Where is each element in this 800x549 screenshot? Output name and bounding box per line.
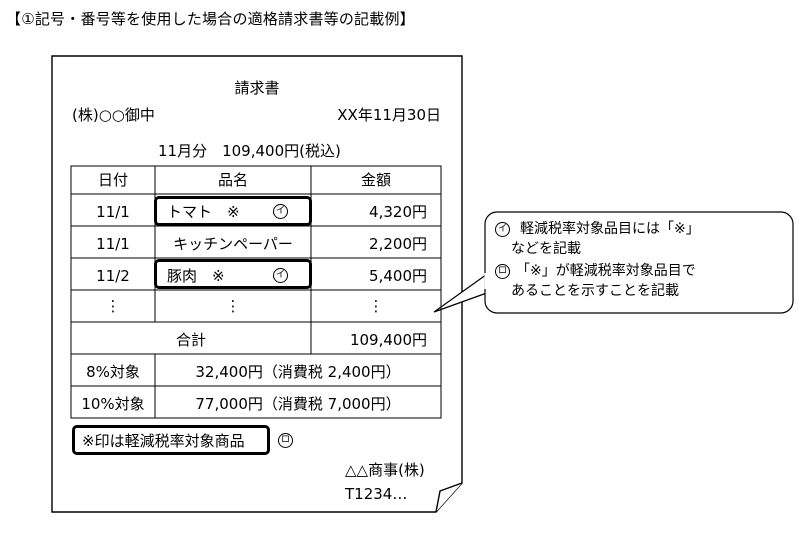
row-1-amount: 4,320円 — [369, 203, 427, 221]
column-header-item: 品名 — [217, 171, 248, 189]
row-4-item: ⋮ — [225, 297, 241, 315]
tax-table-lines — [70, 353, 442, 419]
row-2-amount: 2,200円 — [369, 235, 427, 253]
folded-corner — [435, 482, 463, 513]
column-header-date: 日付 — [97, 171, 128, 189]
row-1-date: 11/1 — [96, 203, 130, 221]
callout-pointer — [433, 271, 496, 313]
tax-row-8-value: 32,400円（消費税 2,400円） — [195, 363, 401, 381]
callout-mark-1-circle: イ — [495, 222, 510, 237]
row-3-date: 11/2 — [96, 267, 130, 285]
registration-number: T1234… — [345, 485, 408, 503]
footnote-text: ※印は軽減税率対象商品 — [82, 432, 245, 450]
callout-line-3: 「※」が軽減税率対象品目で — [516, 263, 696, 279]
footnote-mark-circle: ロ — [278, 433, 293, 448]
recipient: (株)○○御中 — [72, 106, 155, 124]
highlight-box-row-3 — [154, 259, 312, 289]
row-3-amount: 5,400円 — [369, 267, 427, 285]
row-1-item: トマト ※ — [167, 203, 240, 221]
callout-line-4: あることを示すことを記載 — [511, 283, 679, 299]
page-heading: 【①記号・番号等を使用した場合の適格請求書等の記載例】 — [6, 10, 415, 28]
callout-line-1: 軽減税率対象品目には「※」 — [520, 221, 700, 237]
invoice-summary: 11月分 109,400円(税込) — [158, 142, 341, 160]
callout-bubble — [484, 211, 794, 314]
total-label: 合計 — [175, 331, 206, 349]
row-4-amount: ⋮ — [368, 297, 384, 315]
total-amount: 109,400円 — [349, 331, 427, 349]
highlight-box-row-1 — [154, 196, 312, 226]
tax-row-8-label: 8%対象 — [86, 363, 140, 381]
row-4-date: ⋮ — [105, 297, 121, 315]
row-2-item: キッチンペーパー — [173, 235, 293, 253]
row-1-mark-circle: イ — [273, 204, 288, 219]
footnote-box — [72, 425, 270, 455]
row-3-item: 豚肉 ※ — [167, 267, 225, 285]
issuer-name: △△商事(株) — [345, 461, 425, 479]
column-header-amount: 金額 — [360, 171, 391, 189]
callout-mark-2-circle: ロ — [495, 264, 510, 279]
tax-row-10-value: 77,000円（消費税 7,000円） — [195, 395, 401, 413]
callout-line-2: などを記載 — [511, 241, 581, 257]
row-2-date: 11/1 — [96, 235, 130, 253]
invoice-date: XX年11月30日 — [337, 106, 441, 124]
row-3-mark-circle: イ — [273, 268, 288, 283]
invoice-title: 請求書 — [234, 79, 280, 97]
tax-row-10-label: 10%対象 — [81, 395, 145, 413]
